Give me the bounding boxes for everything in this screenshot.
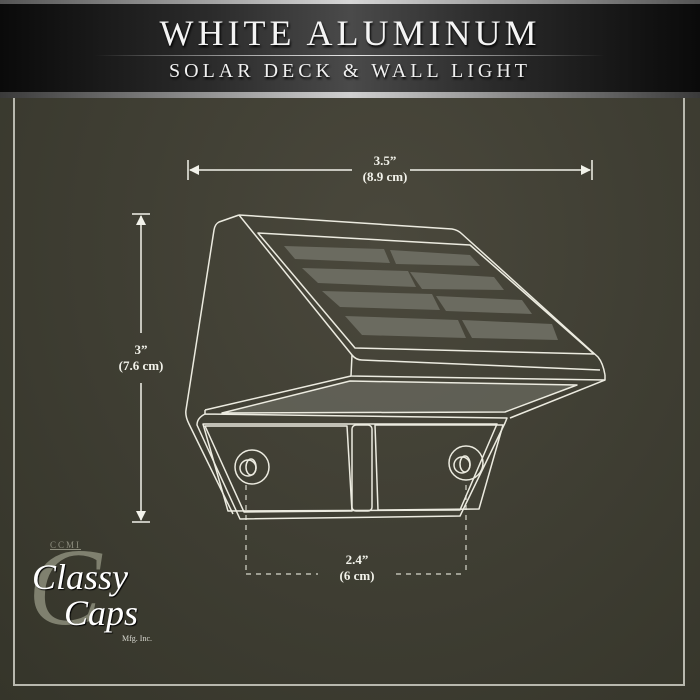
mount-spacing-inches: 2.4”: [345, 552, 369, 567]
logo-initial: C: [28, 526, 102, 648]
height-dimension-label: 3” (7.6 cm): [100, 342, 182, 374]
product-subtitle: SOLAR DECK & WALL LIGHT: [169, 60, 531, 82]
height-dimension-line: [132, 213, 150, 523]
width-dimension-line: [187, 160, 593, 180]
width-inches: 3.5”: [373, 153, 397, 168]
logo-line2: Caps: [64, 593, 139, 633]
brand-logo: C CCMI Classy Caps Mfg. Inc.: [20, 532, 160, 648]
banner-divider: [95, 55, 605, 56]
solar-light-outline: [185, 214, 606, 520]
product-title: WHITE ALUMINUM: [159, 13, 541, 53]
solar-cells: [284, 246, 558, 340]
mount-spacing-cm: (6 cm): [339, 568, 375, 583]
width-dimension-label: 3.5” (8.9 cm): [340, 153, 430, 185]
logo-prefix: CCMI: [50, 540, 82, 550]
logo-suffix: Mfg. Inc.: [122, 634, 152, 643]
height-cm: (7.6 cm): [118, 358, 164, 373]
width-cm: (8.9 cm): [362, 169, 408, 184]
mount-spacing-label: 2.4” (6 cm): [315, 552, 399, 584]
logo-line1: Classy: [32, 557, 129, 597]
height-inches: 3”: [134, 342, 148, 357]
header-banner: WHITE ALUMINUM SOLAR DECK & WALL LIGHT: [0, 0, 700, 95]
content-frame: [13, 98, 685, 686]
banner-bottom-bar: [0, 92, 700, 98]
mount-spacing-dimension-line: [245, 485, 467, 575]
